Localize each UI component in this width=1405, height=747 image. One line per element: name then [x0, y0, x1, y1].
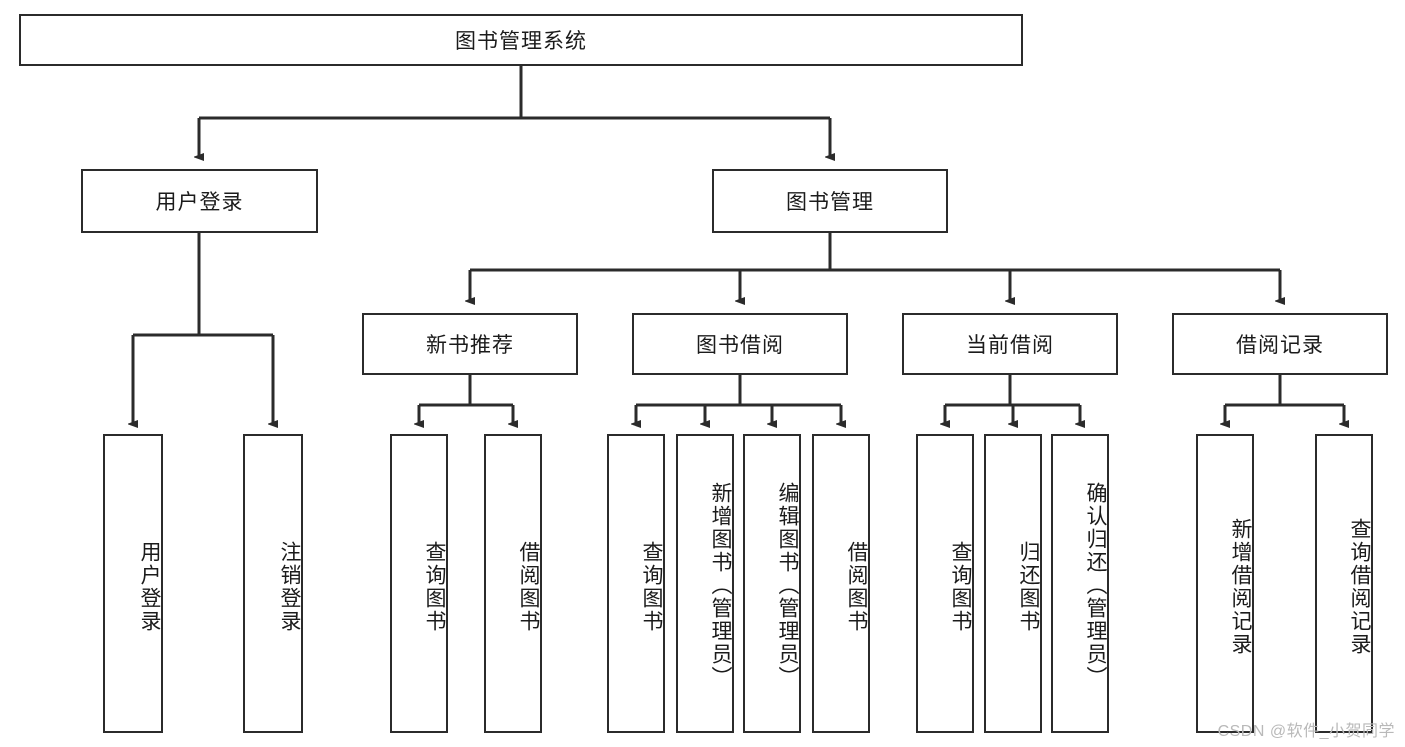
node-leaf-query-book-2[interactable]: 查询图书 — [607, 434, 665, 733]
node-root[interactable]: 图书管理系统 — [19, 14, 1023, 66]
node-leaf-borrow-book-1-label: 借阅图书 — [517, 540, 540, 633]
node-borrow-record[interactable]: 借阅记录 — [1172, 313, 1388, 375]
node-book-borrow[interactable]: 图书借阅 — [632, 313, 848, 375]
node-leaf-return-book-label: 归还图书 — [1017, 540, 1040, 633]
node-new-book-recommend[interactable]: 新书推荐 — [362, 313, 578, 375]
node-current-borrow[interactable]: 当前借阅 — [902, 313, 1118, 375]
node-borrow-record-label: 借阅记录 — [1236, 334, 1324, 357]
node-current-borrow-label: 当前借阅 — [966, 334, 1054, 357]
node-leaf-query-book-3[interactable]: 查询图书 — [916, 434, 974, 733]
node-leaf-edit-book[interactable]: 编辑图书（管理员） — [743, 434, 801, 733]
watermark-text: CSDN @软件_小贺同学 — [1217, 723, 1395, 740]
node-leaf-logout[interactable]: 注销登录 — [243, 434, 303, 733]
node-user-login-label: 用户登录 — [155, 191, 244, 214]
node-leaf-return-book[interactable]: 归还图书 — [984, 434, 1042, 733]
node-book-manage-label: 图书管理 — [786, 191, 874, 214]
node-leaf-user-login[interactable]: 用户登录 — [103, 434, 163, 733]
node-leaf-borrow-book-1[interactable]: 借阅图书 — [484, 434, 542, 733]
node-leaf-edit-book-label: 编辑图书（管理员） — [776, 482, 799, 689]
node-leaf-borrow-book-2-label: 借阅图书 — [845, 540, 868, 633]
node-book-manage[interactable]: 图书管理 — [712, 169, 948, 233]
node-leaf-query-book-3-label: 查询图书 — [949, 540, 972, 633]
node-leaf-user-login-label: 用户登录 — [138, 540, 161, 633]
node-root-label: 图书管理系统 — [455, 30, 587, 53]
node-leaf-add-record-label: 新增借阅记录 — [1229, 517, 1252, 656]
node-book-borrow-label: 图书借阅 — [696, 334, 784, 357]
node-leaf-add-record[interactable]: 新增借阅记录 — [1196, 434, 1254, 733]
node-leaf-query-book-1[interactable]: 查询图书 — [390, 434, 448, 733]
node-leaf-add-book[interactable]: 新增图书（管理员） — [676, 434, 734, 733]
node-leaf-query-record[interactable]: 查询借阅记录 — [1315, 434, 1373, 733]
node-leaf-add-book-label: 新增图书（管理员） — [709, 482, 732, 689]
node-leaf-borrow-book-2[interactable]: 借阅图书 — [812, 434, 870, 733]
node-leaf-logout-label: 注销登录 — [278, 540, 301, 633]
node-leaf-confirm-return[interactable]: 确认归还（管理员） — [1051, 434, 1109, 733]
node-leaf-confirm-return-label: 确认归还（管理员） — [1084, 482, 1107, 689]
node-new-book-recommend-label: 新书推荐 — [426, 334, 514, 357]
node-leaf-query-book-1-label: 查询图书 — [423, 540, 446, 633]
node-leaf-query-book-2-label: 查询图书 — [640, 540, 663, 633]
node-user-login[interactable]: 用户登录 — [81, 169, 318, 233]
node-leaf-query-record-label: 查询借阅记录 — [1348, 517, 1371, 656]
